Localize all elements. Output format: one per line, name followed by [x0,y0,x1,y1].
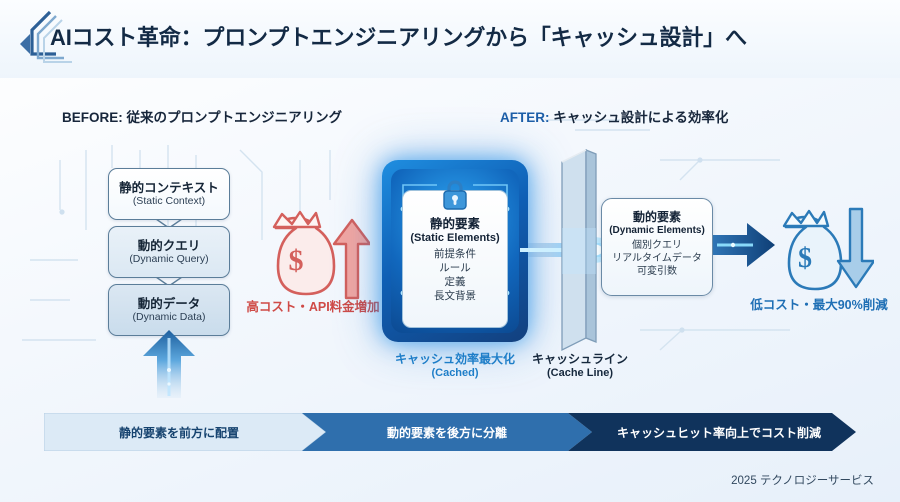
before-box-0-jp: 静的コンテキスト [119,180,219,195]
cached-caption: キャッシュ効率最大化 (Cached) [382,352,528,381]
money-bag-down-icon: $ [782,207,874,291]
after-section-label: AFTER: キャッシュ設計による効率化 [500,106,728,126]
static-card-item-1: ルール [439,261,471,274]
right-arrow-icon [713,223,775,267]
dynamic-card-item-0: 個別クエリ [631,240,682,251]
svg-text:$: $ [289,244,304,277]
lock-icon [443,180,467,210]
before-box-static-context[interactable]: 静的コンテキスト (Static Context) [108,168,230,228]
static-card-items: 前提条件ルール定義長文背景 [434,248,476,303]
cache-line-caption-en: (Cache Line) [546,367,613,379]
connector-notch-icon [156,277,182,286]
before-box-1-en: (Dynamic Query) [129,252,209,265]
before-box-1-jp: 動的クエリ [137,238,201,253]
process-segment-1 [302,413,592,451]
cache-line-caption: キャッシュライン (Cache Line) [528,352,632,381]
before-box-dynamic-data[interactable]: 動的データ (Dynamic Data) [108,284,230,336]
static-card-item-0: 前提条件 [434,248,476,260]
chevron-bracket-icon [20,10,72,63]
cached-caption-jp: キャッシュ効率最大化 [394,352,515,366]
process-segment-2 [568,413,856,451]
svg-text:$: $ [798,243,812,274]
process-segment-0-label[interactable]: 静的要素を前方に配置 [118,425,239,440]
before-section-label: BEFORE: 従来のプロンプトエンジニアリング [62,110,343,125]
static-card-en: (Static Elements) [410,232,500,244]
after-label-prefix: AFTER: [500,110,550,125]
footer-text: 2025 テクノロジーサービス [731,475,874,487]
title-bar: AIコスト革命：プロンプトエンジニアリングから「キャッシュ設計」へ [0,0,900,78]
after-cost-label: 低コスト・最大90%削減 [750,298,888,312]
process-chevron-bar [44,413,856,451]
dynamic-card-item-1: リアルタイムデータ [612,253,702,264]
dynamic-card-item-2: 可変引数 [636,266,677,277]
cache-line-caption-jp: キャッシュライン [531,352,628,366]
before-cost-label: 高コスト・API料金増加 [246,300,380,314]
static-card-jp: 静的要素 [429,217,480,231]
connector-notch-icon [156,219,182,228]
static-card-item-2: 定義 [444,275,466,288]
before-box-0-en: (Static Context) [132,194,206,207]
cache-line-slab-icon [561,148,597,352]
static-elements-card[interactable]: 静的要素 (Static Elements) 前提条件ルール定義長文背景 [382,160,528,342]
before-box-dynamic-query[interactable]: 動的クエリ (Dynamic Query) [108,226,230,286]
page-title: AIコスト革命：プロンプトエンジニアリングから「キャッシュ設計」へ [50,25,747,50]
dynamic-card-jp: 動的要素 [632,210,681,224]
process-segment-1-label[interactable]: 動的要素を後方に分離 [386,425,507,440]
up-arrow-icon [143,330,195,398]
money-bag-up-icon: $ [272,210,370,300]
before-box-2-en: (Dynamic Data) [132,310,206,323]
dynamic-card-items: 個別クエリリアルタイムデータ可変引数 [612,239,702,278]
dynamic-elements-card[interactable]: 動的要素 (Dynamic Elements) 個別クエリリアルタイムデータ可変… [601,198,713,296]
process-segment-2-label[interactable]: キャッシュヒット率向上でコスト削減 [616,425,821,440]
after-label-rest: キャッシュ設計による効率化 [549,110,729,125]
dynamic-card-en: (Dynamic Elements) [609,225,705,236]
static-card-panel: 静的要素 (Static Elements) 前提条件ルール定義長文背景 [402,180,508,328]
static-card-item-3: 長文背景 [434,289,476,302]
before-box-2-jp: 動的データ [137,296,201,311]
cached-caption-en: (Cached) [431,367,479,379]
